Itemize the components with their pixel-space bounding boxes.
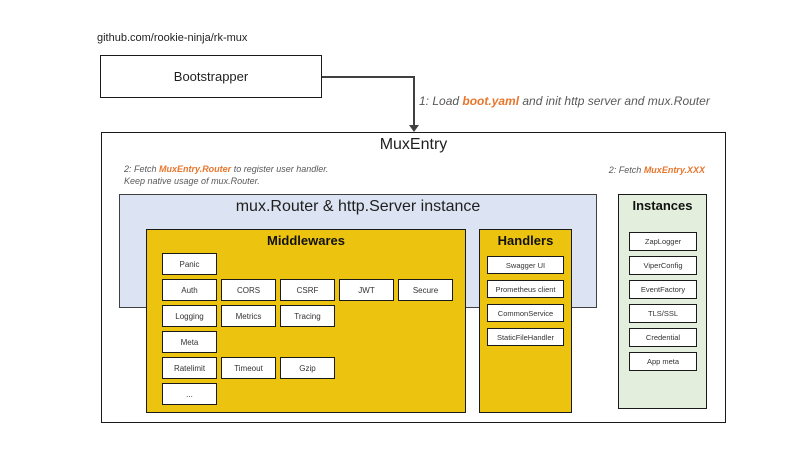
middlewares-box: Middlewares Panic Auth CORS CSRF JWT Sec… [146, 229, 466, 413]
middleware-item-panic: Panic [162, 253, 217, 275]
instance-item-credential: Credential [629, 328, 697, 347]
muxentry-box: MuxEntry 2: Fetch MuxEntry.Router to reg… [101, 132, 726, 423]
repo-label: github.com/rookie-ninja/rk-mux [97, 32, 248, 44]
step2-xxx-note: 2: Fetch MuxEntry.XXX [609, 164, 705, 176]
step1-note-prefix: 1: Load [419, 94, 463, 108]
middleware-item-secure: Secure [398, 279, 453, 301]
instances-list: ZapLogger ViperConfig EventFactory TLS/S… [629, 232, 697, 371]
arrow-line-vertical [413, 76, 415, 127]
middlewares-row: Ratelimit Timeout Gzip [162, 357, 453, 379]
middlewares-row: Logging Metrics Tracing [162, 305, 453, 327]
middleware-item-ratelimit: Ratelimit [162, 357, 217, 379]
arrow-head-icon [409, 125, 419, 132]
arrow-line-horizontal [322, 76, 414, 78]
middlewares-grid: Panic Auth CORS CSRF JWT Secure Logging … [162, 253, 453, 405]
instance-item-zap-logger: ZapLogger [629, 232, 697, 251]
middleware-item-timeout: Timeout [221, 357, 276, 379]
step2-router-note-line2: Keep native usage of mux.Router. [124, 176, 260, 186]
instance-item-event-factory: EventFactory [629, 280, 697, 299]
middleware-item-meta: Meta [162, 331, 217, 353]
step2-router-note-suffix: to register user handler. [231, 164, 329, 174]
middlewares-row: Auth CORS CSRF JWT Secure [162, 279, 453, 301]
handlers-box: Handlers Swagger UI Prometheus client Co… [479, 229, 572, 413]
step1-note-suffix: and init http server and mux.Router [519, 94, 710, 108]
middleware-item-auth: Auth [162, 279, 217, 301]
step2-router-note: 2: Fetch MuxEntry.Router to register use… [124, 163, 328, 187]
instances-box: Instances ZapLogger ViperConfig EventFac… [618, 194, 707, 409]
step2-router-note-prefix: 2: Fetch [124, 164, 160, 174]
handlers-list: Swagger UI Prometheus client CommonServi… [487, 256, 564, 346]
middleware-item-logging: Logging [162, 305, 217, 327]
step2-router-note-highlight: MuxEntry.Router [159, 164, 232, 174]
middleware-item-tracing: Tracing [280, 305, 335, 327]
middleware-item-metrics: Metrics [221, 305, 276, 327]
step1-note: 1: Load boot.yaml and init http server a… [419, 94, 710, 108]
step1-note-highlight: boot.yaml [462, 94, 520, 108]
handlers-title: Handlers [497, 233, 554, 248]
bootstrapper-box: Bootstrapper [100, 55, 322, 98]
step2-router-note-line1: 2: Fetch MuxEntry.Router to register use… [124, 163, 328, 175]
instance-item-app-meta: App meta [629, 352, 697, 371]
instance-item-tls-ssl: TLS/SSL [629, 304, 697, 323]
step2-xxx-note-prefix: 2: Fetch [608, 165, 644, 175]
middleware-item-gzip: Gzip [280, 357, 335, 379]
middleware-item-csrf: CSRF [280, 279, 335, 301]
handler-item-prometheus-client: Prometheus client [487, 280, 564, 298]
handler-item-swagger-ui: Swagger UI [487, 256, 564, 274]
bootstrapper-label: Bootstrapper [173, 69, 249, 84]
muxentry-title: MuxEntry [379, 136, 448, 153]
middleware-item-jwt: JWT [339, 279, 394, 301]
middleware-item-cors: CORS [221, 279, 276, 301]
middlewares-row: ... [162, 383, 453, 405]
middlewares-row: Meta [162, 331, 453, 353]
step2-xxx-note-highlight: MuxEntry.XXX [643, 165, 705, 175]
instance-item-viper-config: ViperConfig [629, 256, 697, 275]
handler-item-static-file-handler: StaticFileHandler [487, 328, 564, 346]
middlewares-row: Panic [162, 253, 453, 275]
middlewares-title: Middlewares [266, 233, 346, 248]
router-server-title: mux.Router & http.Server instance [235, 198, 481, 215]
handler-item-common-service: CommonService [487, 304, 564, 322]
middleware-item-more: ... [162, 383, 217, 405]
instances-title: Instances [632, 198, 693, 213]
